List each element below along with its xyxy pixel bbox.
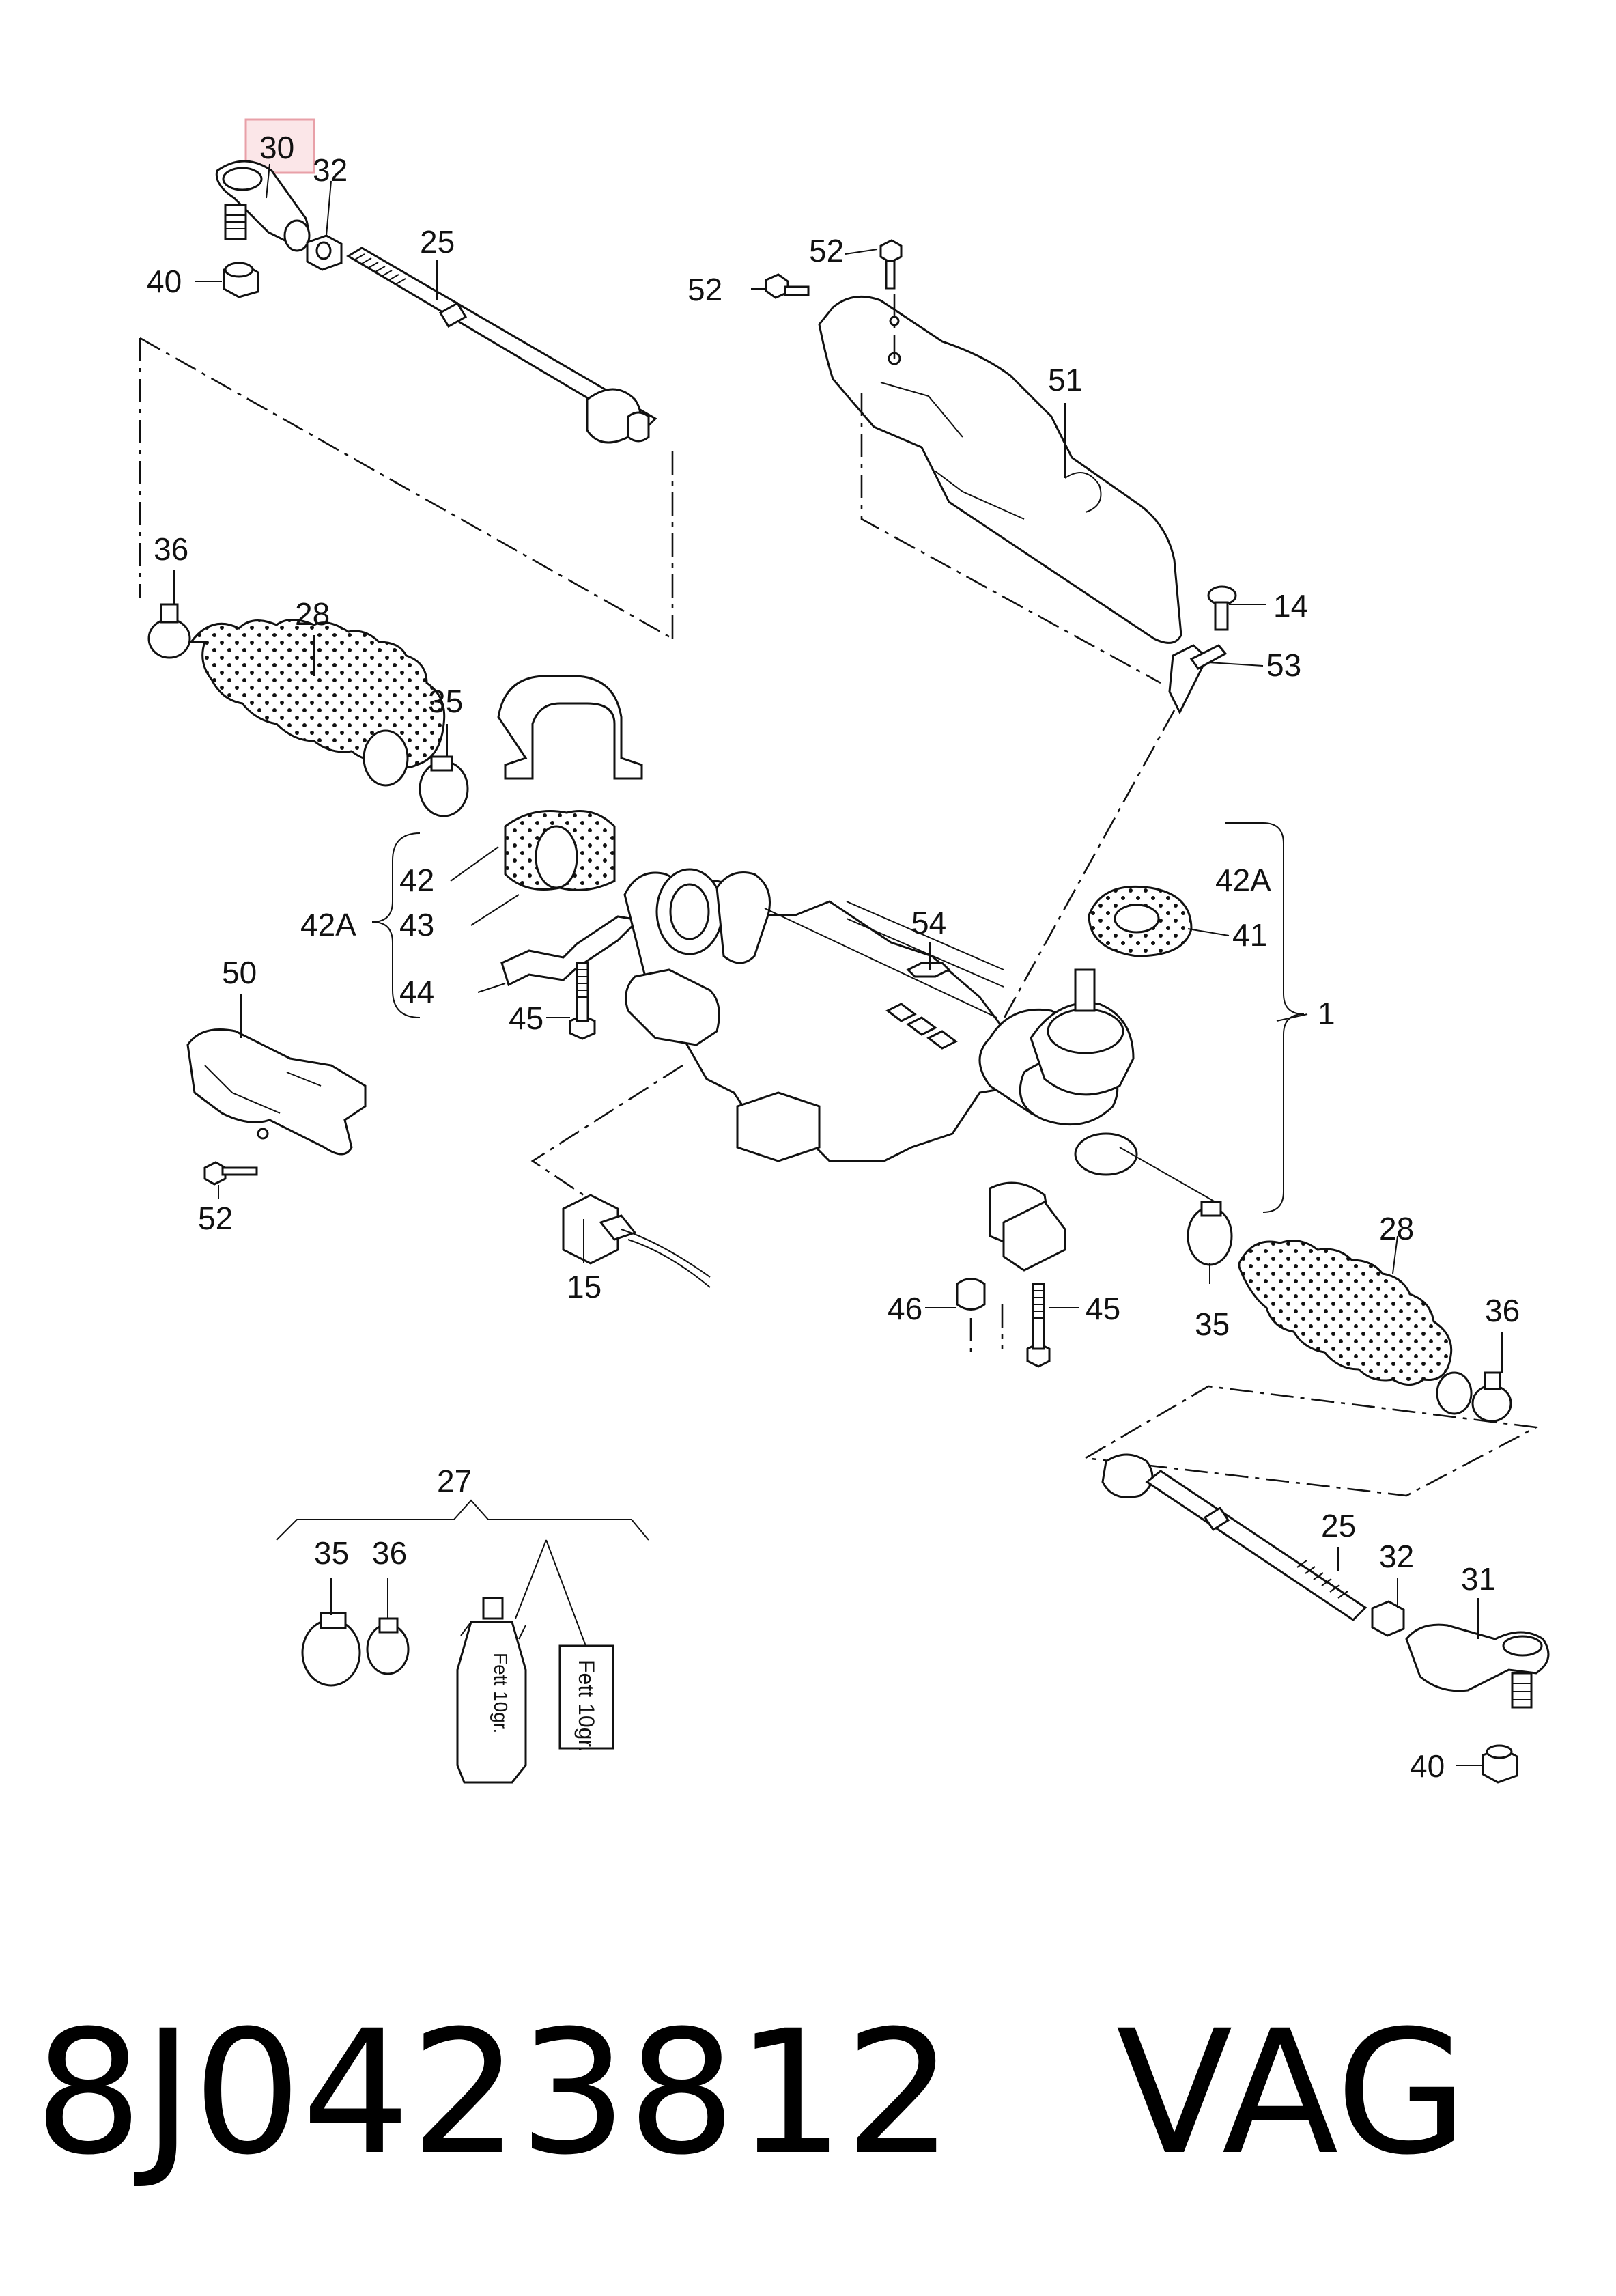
bracket-42A-left	[371, 832, 421, 1018]
heat-shield-51	[818, 295, 1182, 644]
screw-52-left	[765, 273, 810, 299]
callout-45: 45	[509, 1000, 543, 1036]
caption: 8J0423812 VAG	[34, 2008, 1468, 2179]
bracket-27	[276, 1499, 649, 1541]
callout-44: 44	[399, 974, 434, 1009]
heat-shield-50	[186, 1028, 367, 1156]
nut-40-bottom	[1482, 1744, 1518, 1784]
callout-52: 52	[809, 233, 844, 268]
callout-46: 46	[888, 1291, 922, 1326]
bracket-53	[1168, 644, 1228, 715]
bolt-14	[1207, 585, 1237, 631]
connector-15	[562, 1194, 711, 1288]
tie-rod-25-bottom	[1101, 1453, 1367, 1621]
boot-28-right	[1238, 1240, 1473, 1415]
leader-lines	[173, 163, 1503, 1766]
callout-42A: 42A	[300, 907, 356, 942]
rubber-mount-41	[1088, 885, 1193, 957]
callout-40: 40	[147, 264, 182, 299]
callout-45: 45	[1086, 1291, 1120, 1326]
callout-35: 35	[1195, 1306, 1230, 1342]
boot-28-left	[188, 619, 446, 787]
callout-32: 32	[313, 152, 348, 188]
nut-40-top	[223, 262, 259, 298]
callout-31: 31	[1461, 1561, 1496, 1597]
callout-53: 53	[1266, 647, 1301, 683]
callout-35: 35	[428, 684, 463, 719]
mount-foot-right	[1002, 1201, 1066, 1272]
steering-rack-1	[623, 868, 1138, 1251]
callout-51: 51	[1048, 362, 1083, 397]
dashed-guide-right-bottom	[1085, 1385, 1540, 1497]
callout-36: 36	[154, 531, 188, 567]
callout-27: 27	[437, 1464, 472, 1499]
callout-30: 30	[259, 130, 294, 165]
callout-labels: 30 32 40 25 52 52 51 14 53 36 28 35 42 4…	[147, 130, 1520, 1784]
tie-rod-end-31	[1405, 1623, 1550, 1709]
callout-41: 41	[1232, 917, 1267, 953]
rack-shaft-right	[1119, 1147, 1216, 1203]
clamp-36-right	[1471, 1371, 1512, 1423]
clamp-35-right	[1187, 1201, 1233, 1266]
grease-label-text: Fett 10gr.	[574, 1660, 599, 1752]
callout-36: 36	[1485, 1293, 1520, 1328]
clamp-35-left	[419, 755, 469, 817]
kit-leaders	[330, 1539, 586, 1647]
callout-52: 52	[198, 1201, 233, 1236]
nut-32-top	[306, 234, 343, 271]
callout-42A: 42A	[1215, 863, 1271, 898]
callout-35: 35	[314, 1535, 349, 1571]
clamp-plate-44	[500, 915, 641, 987]
dashed-guide-left-top	[139, 337, 674, 640]
dashed-guide-connector	[530, 1064, 683, 1203]
cap-54	[906, 962, 951, 978]
bracket-1	[1262, 822, 1305, 1213]
callout-28: 28	[295, 596, 330, 632]
callout-43: 43	[399, 907, 434, 942]
callout-25: 25	[1321, 1508, 1356, 1543]
part-number: 8J0423812	[34, 1993, 954, 2192]
tie-rod-25-top	[346, 247, 657, 444]
callout-15: 15	[567, 1269, 601, 1304]
rubber-mount-43	[504, 810, 616, 891]
callout-25: 25	[420, 224, 455, 260]
screw-52-bottom	[203, 1161, 258, 1186]
cap-46	[956, 1278, 986, 1311]
callout-14: 14	[1273, 588, 1308, 624]
bolt-45-left	[569, 962, 596, 1040]
mount-bracket-42	[497, 675, 643, 780]
grease-tube-text: Fett 10gr.	[490, 1653, 511, 1733]
callout-36: 36	[372, 1535, 407, 1571]
callout-1: 1	[1318, 996, 1335, 1031]
dashed-guide-right	[995, 710, 1176, 1032]
dashed-guide-shield	[860, 287, 1161, 684]
clamp-36-left	[147, 603, 191, 659]
brand-name: VAG	[1116, 1993, 1468, 2192]
dashed-guide-46	[969, 1304, 1004, 1356]
screw-52-top	[879, 239, 903, 290]
clamp-35-kit	[301, 1612, 361, 1687]
tie-rod-end-left	[215, 118, 315, 252]
grease-tube: Fett 10gr.	[456, 1597, 527, 1784]
bolt-45-right	[1026, 1283, 1051, 1368]
callout-28: 28	[1379, 1211, 1414, 1246]
callout-42: 42	[399, 863, 434, 898]
callout-32: 32	[1379, 1539, 1414, 1574]
clamp-36-kit	[366, 1617, 410, 1675]
nut-32-bottom	[1371, 1600, 1405, 1637]
grease-label-tag: Fett 10gr.	[558, 1644, 614, 1752]
callout-54: 54	[911, 905, 946, 940]
callout-52: 52	[687, 272, 722, 307]
callout-50: 50	[222, 955, 257, 990]
callout-40: 40	[1410, 1748, 1445, 1784]
